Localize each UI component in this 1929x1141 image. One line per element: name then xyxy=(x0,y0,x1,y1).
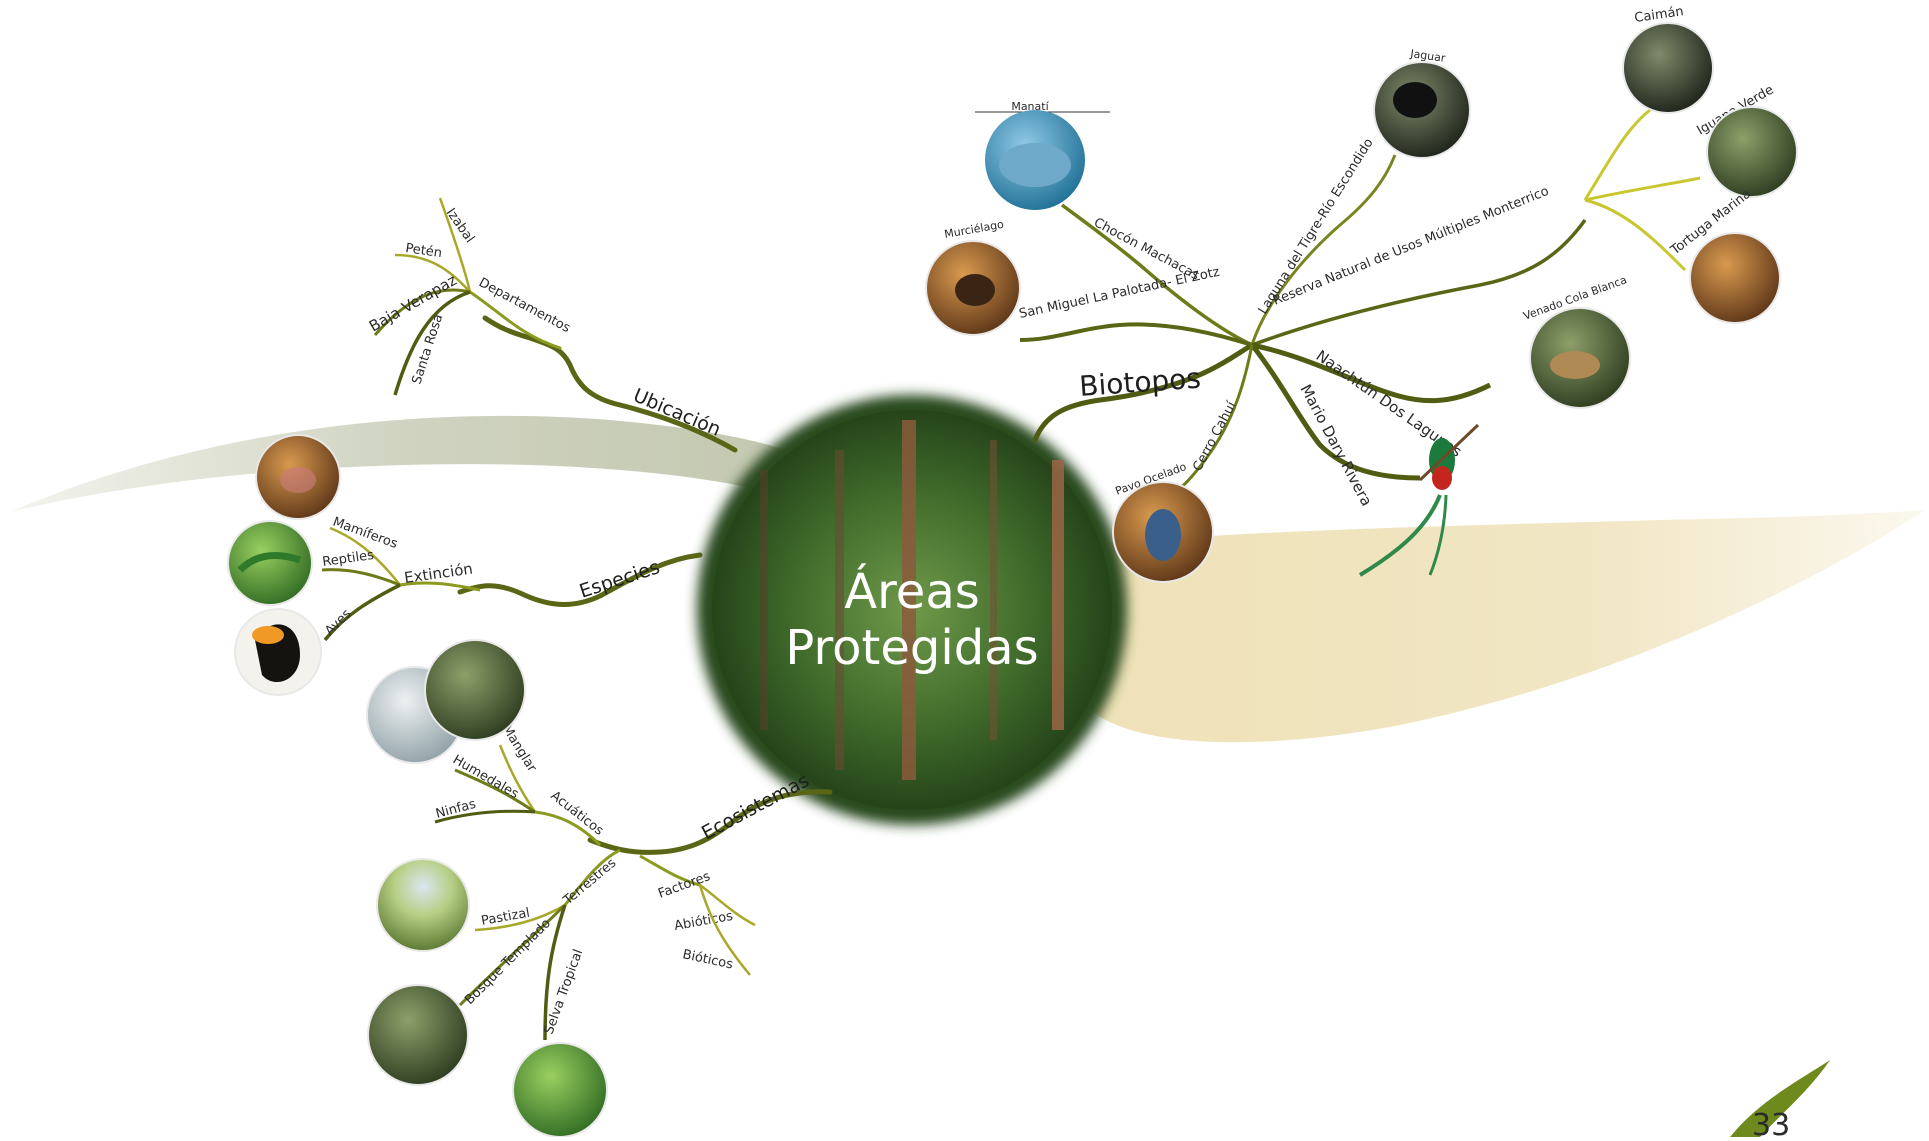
branch-iguana xyxy=(1585,178,1700,200)
label-humedales: Humedales xyxy=(450,752,521,802)
branch-especies xyxy=(460,555,700,604)
photo-reptiles xyxy=(228,521,312,605)
label-reptiles: Reptiles xyxy=(321,548,375,570)
label-cerro: Cerro Cahuí xyxy=(1190,399,1239,474)
branch-caiman xyxy=(1585,110,1650,200)
label-terrestres: Terrestres xyxy=(560,856,619,909)
label-reserva: Reserva Natural de Usos Múltiples Monter… xyxy=(1271,184,1551,309)
photo-mamiferos xyxy=(256,435,340,519)
photo-venado: Venado Cola Blanca xyxy=(1522,273,1630,408)
label-bioticos: Bióticos xyxy=(681,947,734,972)
background-swoosh-gray xyxy=(10,416,800,512)
label-caiman: Caimán xyxy=(1633,4,1684,26)
label-izabal: Izabal xyxy=(443,206,477,246)
photo-bosque-templado xyxy=(368,985,468,1085)
label-especies: Especies xyxy=(577,556,663,603)
photo-manati: Manatí xyxy=(975,100,1110,210)
label-peten: Petén xyxy=(404,241,442,261)
label-murcielago: Murciélago xyxy=(943,218,1005,241)
photo-caiman: Caimán xyxy=(1623,4,1713,113)
photo-selva-tropical xyxy=(513,1043,607,1137)
label-aves: Aves xyxy=(322,606,354,638)
label-biotopos: Biotopos xyxy=(1078,362,1202,403)
page-number-badge: 33 xyxy=(1730,1060,1830,1137)
photo-tortuga: Tortuga Marina xyxy=(1667,187,1780,323)
central-forest-photo: Áreas Protegidas xyxy=(697,395,1127,825)
photo-aves xyxy=(235,609,321,695)
label-mario: Mario Dary Rivera xyxy=(1296,381,1375,509)
label-santa-rosa: Santa Rosa xyxy=(410,312,447,386)
photo-pavo: Pavo Ocelado xyxy=(1113,460,1213,582)
photo-manglar xyxy=(425,640,525,740)
branch-san-miguel xyxy=(1020,324,1252,345)
center-title-line2: Protegidas xyxy=(785,620,1038,676)
photo-jaguar: Jaguar xyxy=(1374,47,1470,158)
label-ecosistemas: Ecosistemas xyxy=(698,769,813,844)
photo-pastizal xyxy=(377,859,469,951)
branch-tortuga xyxy=(1585,200,1685,270)
photo-murcielago: Murciélago xyxy=(926,218,1020,335)
branch-laguna xyxy=(1252,155,1395,345)
center-title-line1: Áreas xyxy=(844,563,979,620)
label-acuaticos: Acuáticos xyxy=(548,788,607,839)
label-abioticos: Abióticos xyxy=(673,909,734,934)
photo-iguana: Iguana Verde xyxy=(1695,83,1798,197)
page-number: 33 xyxy=(1752,1108,1790,1137)
label-san-miguel: San Miguel La Palotada- El Zotz xyxy=(1018,265,1221,322)
